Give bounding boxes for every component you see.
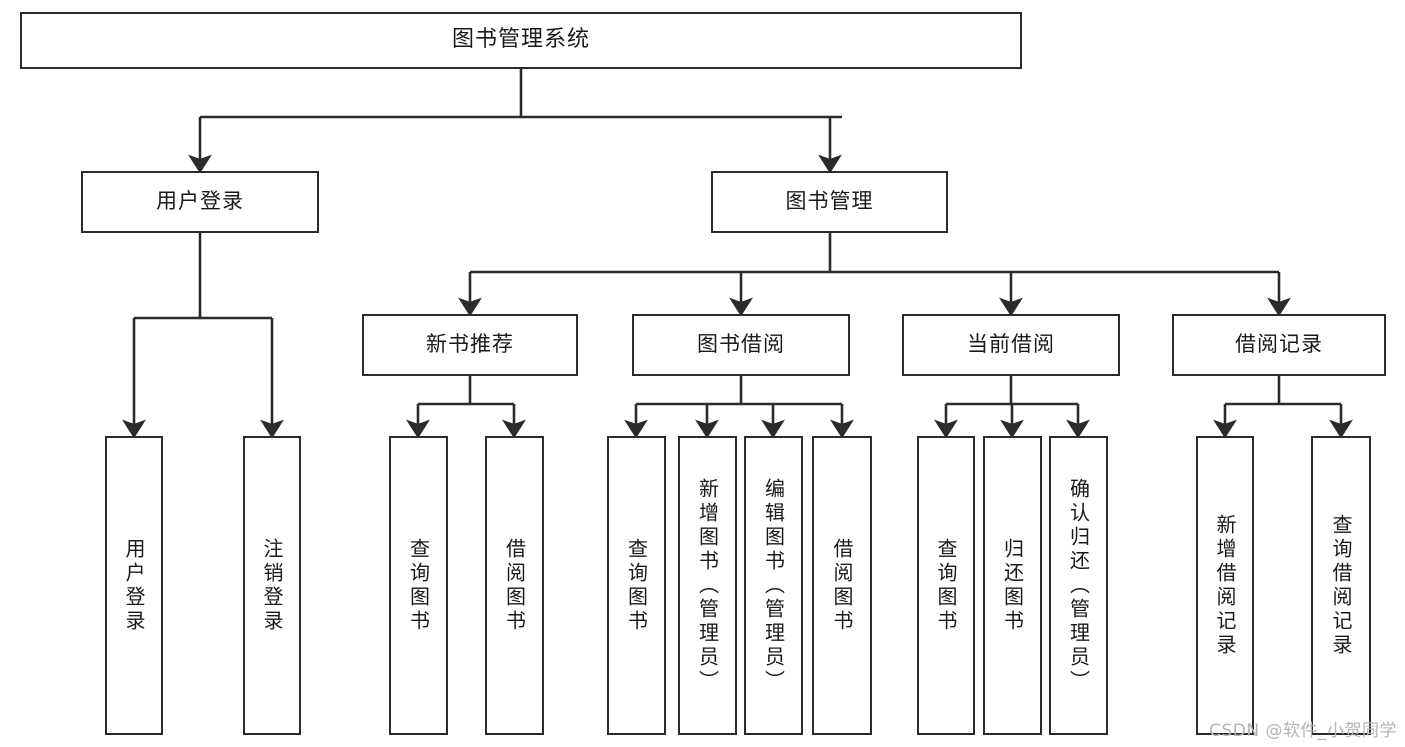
node-leaf-query-book-3-label: 查询图书 bbox=[934, 537, 958, 634]
node-book-manage[interactable]: 图书管理 bbox=[711, 171, 948, 233]
node-book-manage-label: 图书管理 bbox=[785, 189, 874, 214]
node-user-login-label: 用户登录 bbox=[156, 189, 244, 214]
node-current-borrow[interactable]: 当前借阅 bbox=[902, 314, 1120, 376]
node-current-borrow-label: 当前借阅 bbox=[967, 332, 1055, 357]
node-leaf-confirm-return[interactable]: 确认归还（管理员） bbox=[1049, 436, 1108, 735]
node-leaf-query-book-1-label: 查询图书 bbox=[406, 537, 431, 634]
node-leaf-borrow-book-1[interactable]: 借阅图书 bbox=[485, 436, 544, 735]
node-leaf-user-login-label: 用户登录 bbox=[122, 537, 146, 634]
node-borrow-record-label: 借阅记录 bbox=[1235, 332, 1323, 357]
csdn-watermark: CSDN @软件_小贺同学 bbox=[1209, 721, 1397, 741]
node-leaf-confirm-return-label: 确认归还（管理员） bbox=[1066, 477, 1091, 694]
node-leaf-return-book-label: 归还图书 bbox=[1000, 537, 1025, 634]
node-borrow-record[interactable]: 借阅记录 bbox=[1172, 314, 1386, 376]
node-leaf-edit-book[interactable]: 编辑图书（管理员） bbox=[744, 436, 803, 735]
node-book-borrow[interactable]: 图书借阅 bbox=[632, 314, 850, 376]
node-leaf-add-record-label: 新增借阅记录 bbox=[1213, 513, 1237, 658]
node-leaf-add-record[interactable]: 新增借阅记录 bbox=[1196, 436, 1254, 735]
node-root[interactable]: 图书管理系统 bbox=[20, 12, 1022, 69]
node-new-book-recommend-label: 新书推荐 bbox=[426, 332, 514, 357]
node-leaf-query-book-3[interactable]: 查询图书 bbox=[917, 436, 975, 735]
node-leaf-borrow-book-1-label: 借阅图书 bbox=[502, 537, 527, 634]
node-leaf-query-record[interactable]: 查询借阅记录 bbox=[1311, 436, 1371, 735]
node-book-borrow-label: 图书借阅 bbox=[697, 332, 785, 357]
node-leaf-query-book-2[interactable]: 查询图书 bbox=[607, 436, 666, 735]
node-leaf-return-book[interactable]: 归还图书 bbox=[983, 436, 1042, 735]
node-leaf-borrow-book-2[interactable]: 借阅图书 bbox=[812, 436, 872, 735]
node-leaf-query-record-label: 查询借阅记录 bbox=[1329, 513, 1353, 658]
node-leaf-borrow-book-2-label: 借阅图书 bbox=[830, 537, 854, 634]
node-leaf-logout-label: 注销登录 bbox=[260, 537, 284, 634]
node-user-login[interactable]: 用户登录 bbox=[81, 171, 319, 233]
node-leaf-add-book-label: 新增图书（管理员） bbox=[695, 477, 720, 694]
node-leaf-user-login[interactable]: 用户登录 bbox=[105, 436, 163, 735]
node-leaf-edit-book-label: 编辑图书（管理员） bbox=[761, 477, 786, 694]
node-new-book-recommend[interactable]: 新书推荐 bbox=[362, 314, 578, 376]
node-leaf-logout[interactable]: 注销登录 bbox=[243, 436, 301, 735]
node-leaf-add-book[interactable]: 新增图书（管理员） bbox=[678, 436, 737, 735]
node-root-label: 图书管理系统 bbox=[451, 27, 590, 53]
node-leaf-query-book-2-label: 查询图书 bbox=[624, 537, 649, 634]
node-leaf-query-book-1[interactable]: 查询图书 bbox=[389, 436, 448, 735]
